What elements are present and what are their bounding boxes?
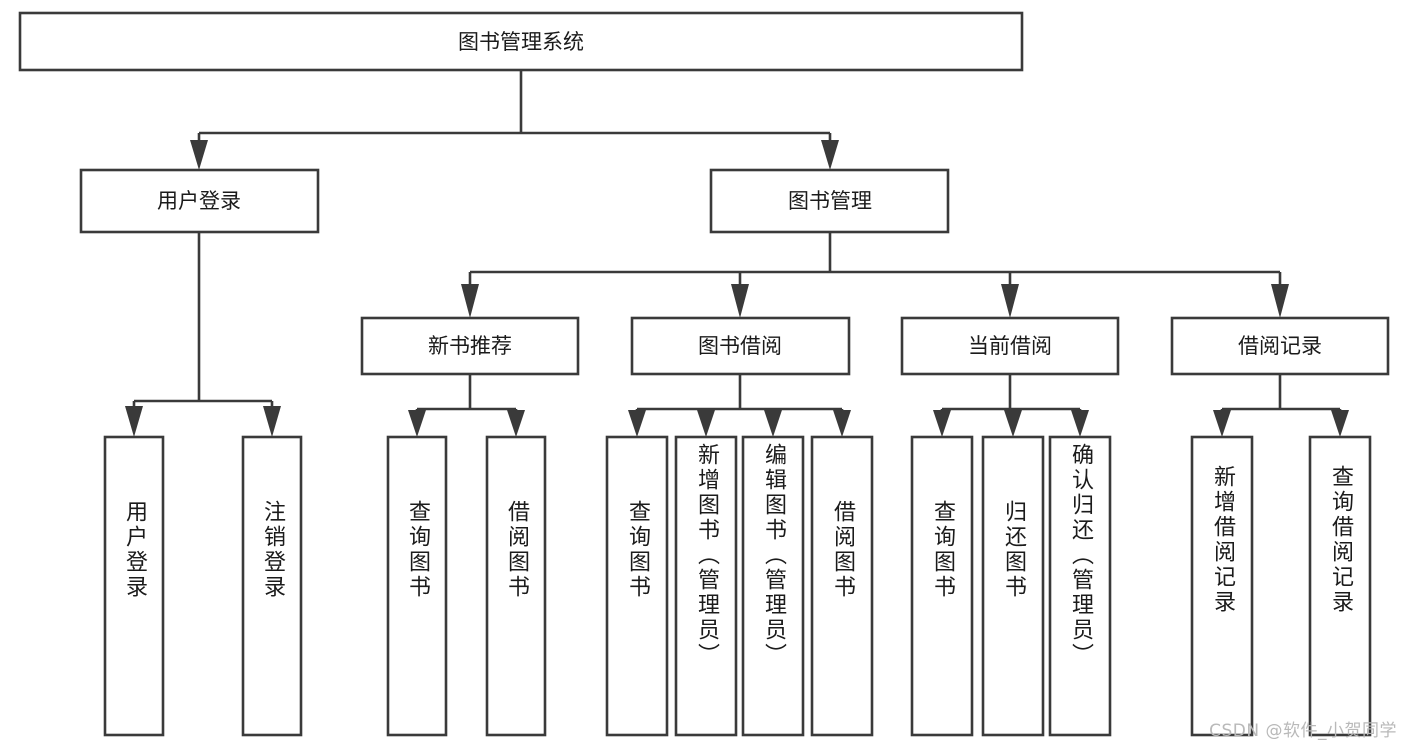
arrowhead-leaf-add-record [1213,410,1231,437]
connector-group-new-book-rec [408,374,525,437]
leaf-box-edit-book[interactable] [741,435,805,737]
current-borrow-box[interactable] [900,316,1120,376]
leaf-box-user-login[interactable] [103,435,165,737]
connector-group-user-login [125,232,281,437]
node-book-borrow[interactable]: 图书借阅 [630,316,851,376]
arrowhead-leaf-query-book-a [408,410,426,437]
arrowhead-to-book-borrow [731,284,749,318]
arrowhead-leaf-query-record [1331,410,1349,437]
arrowhead-to-current-borrow [1001,284,1019,318]
leaf-box-add-book[interactable] [674,435,738,737]
connector-group-borrow-record [1213,374,1349,437]
new-book-recommend-label: 新书推荐 [428,334,512,358]
leaf-box-query-book-c[interactable] [910,435,974,737]
leaf-box-add-record[interactable] [1190,435,1254,737]
borrow-record-label: 借阅记录 [1238,334,1322,358]
leaf-box-return-book[interactable] [981,435,1045,737]
arrowhead-to-borrow-record [1271,284,1289,318]
book-borrow-box[interactable] [630,316,851,376]
root-box[interactable] [18,11,1024,72]
book-management-box[interactable] [709,168,950,234]
node-book-management[interactable]: 图书管理 [709,168,950,234]
node-borrow-record[interactable]: 借阅记录 [1170,316,1390,376]
node-new-book-recommend[interactable]: 新书推荐 [360,316,580,376]
arrowhead-leaf-logout [263,406,281,437]
leaf-box-query-book-b[interactable] [605,435,669,737]
leaf-box-query-record[interactable] [1308,435,1372,737]
user-login-label: 用户登录 [157,189,241,213]
arrowhead-leaf-confirm-return [1071,410,1089,437]
connector-group-book-borrow [628,374,851,437]
arrowhead-leaf-user-login [125,406,143,437]
arrowhead-to-book-mgmt [821,140,839,170]
connector-group-current-borrow [933,374,1089,437]
arrowhead-to-new-book-rec [461,284,479,318]
leaf-box-borrow-book-a[interactable] [485,435,547,737]
arrowhead-leaf-query-book-c [933,410,951,437]
book-borrow-label: 图书借阅 [698,334,782,358]
arrowhead-leaf-edit-book [764,410,782,437]
borrow-record-box[interactable] [1170,316,1390,376]
user-login-box[interactable] [79,168,320,234]
leaf-box-group [103,435,1372,737]
arrowhead-leaf-borrow-book-b [833,410,851,437]
leaf-box-logout[interactable] [241,435,303,737]
leaf-box-confirm-return[interactable] [1048,435,1112,737]
node-user-login[interactable]: 用户登录 [79,168,320,234]
leaf-box-query-book-a[interactable] [386,435,448,737]
csdn-watermark: CSDN @软件_小贺同学 [1209,721,1397,741]
connector-group-root [190,70,839,170]
new-book-recommend-box[interactable] [360,316,580,376]
connector-group-book-mgmt [461,232,1289,318]
arrowhead-leaf-query-book-b [628,410,646,437]
book-management-label: 图书管理 [788,189,872,213]
arrowhead-to-user-login [190,140,208,170]
arrowhead-leaf-add-book [697,410,715,437]
arrowhead-leaf-return-book [1004,410,1022,437]
node-root[interactable]: 图书管理系统 [18,11,1024,72]
current-borrow-label: 当前借阅 [968,334,1052,358]
leaf-box-borrow-book-b[interactable] [810,435,874,737]
root-label: 图书管理系统 [458,30,584,54]
arrowhead-leaf-borrow-book-a [507,410,525,437]
node-current-borrow[interactable]: 当前借阅 [900,316,1120,376]
